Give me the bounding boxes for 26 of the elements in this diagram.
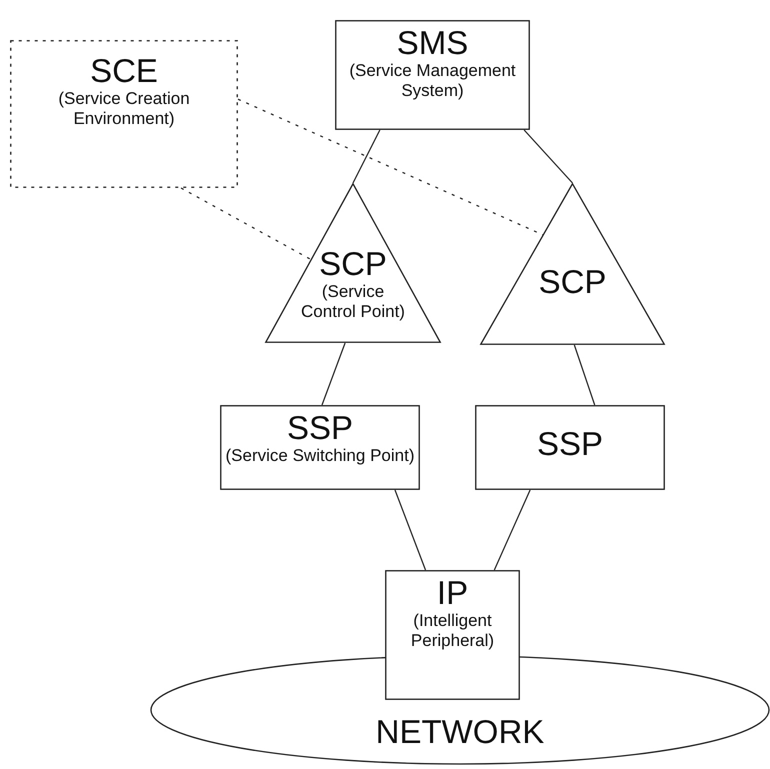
control-point-triangle — [265, 183, 441, 343]
node-title: SMS — [396, 26, 468, 61]
connector-line — [524, 130, 573, 184]
switching-point-box — [475, 405, 665, 490]
control-point-triangle — [480, 183, 665, 345]
node-description: (Service Creation Environment) — [57, 88, 191, 130]
node-title: IP — [436, 576, 468, 611]
peripheral-box — [385, 570, 520, 700]
node-title: SCE — [90, 54, 158, 89]
system-box — [335, 20, 530, 130]
dashed-connector — [180, 187, 312, 260]
node-description: (Service Control Point) — [300, 282, 406, 322]
switching-point-box — [220, 405, 420, 490]
connector-line — [574, 344, 596, 406]
node-description: (Service Switching Point) — [226, 446, 414, 466]
node-title: SCP — [538, 265, 606, 300]
connector-line — [321, 342, 346, 406]
connector-line — [394, 490, 426, 570]
node-title: SCP — [319, 247, 387, 282]
node-title: NETWORK — [376, 715, 544, 750]
node-title: SSP — [536, 427, 604, 462]
node-description: (Service Management System) — [348, 60, 517, 102]
connector-line — [352, 130, 380, 184]
node-description: (Intelligent Peripheral) — [410, 610, 496, 652]
connector-line — [494, 490, 531, 570]
node-title: SSP — [286, 411, 354, 446]
